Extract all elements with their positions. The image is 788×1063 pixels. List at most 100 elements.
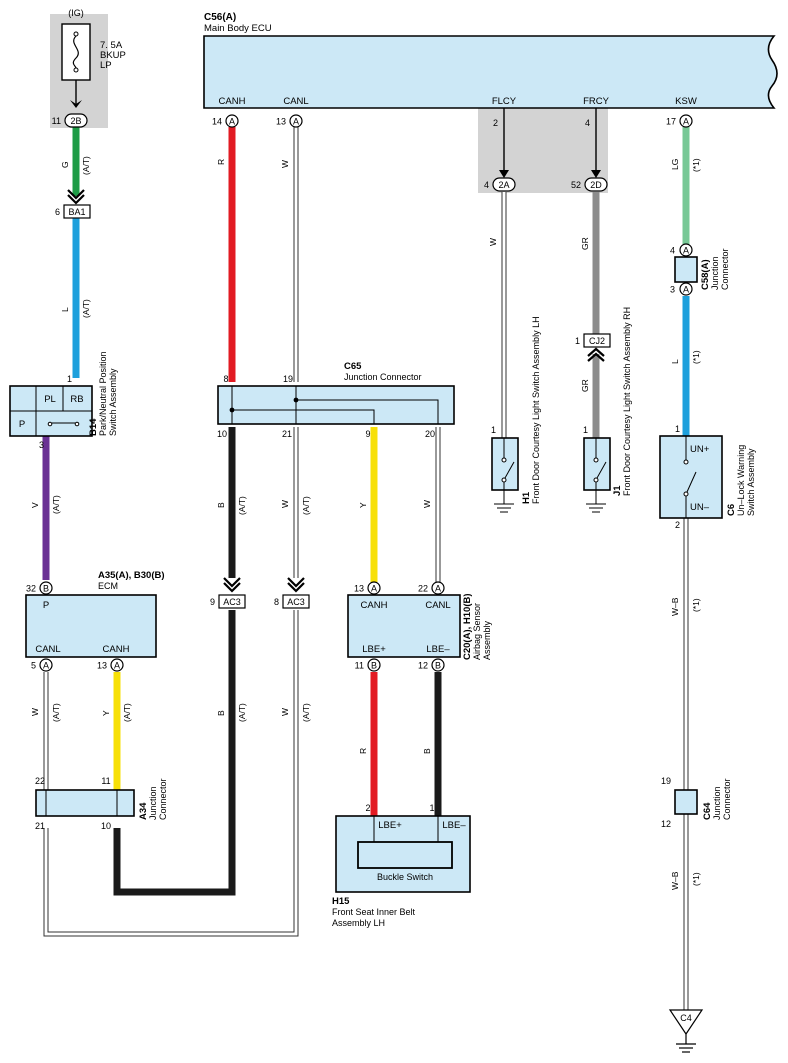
ac3a-id: AC3 — [223, 597, 241, 607]
ac3b-connector — [282, 594, 310, 609]
jb-2a-connector — [492, 177, 516, 192]
c65-pin-9: 9 — [365, 429, 370, 439]
wire-label-b-ac3: B — [216, 710, 226, 716]
ecm-name: ECM — [98, 581, 118, 591]
svg-text:A: A — [229, 117, 235, 127]
b14-name-line1: Park/Neutral Position — [98, 351, 108, 436]
c64-name-line2: Connector — [722, 778, 732, 820]
ecm-pin-canl: A — [39, 658, 53, 672]
a34-pin-11: 11 — [101, 776, 110, 786]
ba1-id: BA1 — [68, 207, 85, 217]
wire-label-wb-ksw2-note: (*1) — [691, 872, 701, 886]
c6-pin-top: 1 — [675, 424, 680, 434]
ecm-code: A35(A), B30(B) — [98, 570, 165, 581]
airbag-name-line1: Airbag Sensor — [472, 603, 482, 660]
ecu-pin-num-canh: 14 — [212, 117, 222, 127]
ecm-box — [25, 594, 157, 658]
wire-label-w-canl2: W — [280, 500, 290, 508]
c65-pin-19: 19 — [283, 374, 293, 384]
ac3a-pin: 9 — [210, 597, 215, 607]
wire-label-g-note: (A/T) — [81, 156, 91, 175]
wire-label-w-ecm: W — [30, 708, 40, 716]
a34-label-group: A34 Junction Connector — [138, 778, 168, 820]
ecm-label-canh: CANH — [103, 644, 130, 655]
h15-name-line2: Assembly LH — [332, 918, 385, 928]
svg-text:A: A — [114, 661, 120, 671]
ecu-pin-canh: A — [225, 114, 239, 128]
ecu-pin-num-flcy: 2 — [493, 118, 498, 128]
wire-label-g: G — [60, 161, 70, 168]
b14-pin-top: 1 — [67, 374, 72, 384]
c6-label-un-minus: UN– — [690, 502, 710, 513]
svg-text:B: B — [43, 584, 49, 594]
ecu-terminal-frcy: FRCY — [583, 96, 610, 107]
fuse-terminal: 11 — [52, 116, 61, 126]
fuse-icon — [72, 31, 79, 73]
svg-text:A: A — [371, 584, 377, 594]
b14-label-rb: RB — [70, 394, 83, 405]
airbag-pin-lbe-minus: B — [431, 658, 445, 672]
wire-label-v-note: (A/T) — [51, 495, 61, 514]
wire-label-y-airbag: Y — [358, 502, 368, 508]
ecm-pin-p: B — [39, 581, 53, 595]
ecu-terminal-ksw: KSW — [675, 96, 697, 107]
c6-switch-box — [659, 435, 723, 519]
fuse-name-line1: BKUP — [100, 50, 126, 61]
wire-label-l-ksw-note: (*1) — [691, 350, 701, 364]
airbag-label-canh: CANH — [361, 600, 388, 611]
wire-w-ac3-a34 — [43, 610, 299, 937]
airbag-pin-num-lbe-minus: 12 — [418, 661, 428, 671]
ecu-pin-canl: A — [289, 114, 303, 128]
buckle-switch-icon — [357, 841, 453, 869]
ac3a-connector — [218, 594, 246, 609]
c65-splice-dot-canh — [229, 407, 235, 413]
svg-text:B: B — [435, 661, 441, 671]
c58-code: C58(A) — [700, 259, 711, 290]
svg-text:B: B — [371, 661, 377, 671]
airbag-label-canl: CANL — [425, 600, 450, 611]
c65-splice-dot-canl — [293, 397, 299, 403]
wire-label-l: L — [60, 307, 70, 312]
ba1-pin: 6 — [55, 207, 60, 217]
svg-text:A: A — [683, 285, 689, 295]
j1-switch-icon — [586, 438, 607, 513]
cj2-id: CJ2 — [589, 336, 605, 346]
c58-pin-num-top: 4 — [670, 246, 675, 256]
ecu-pin-ksw: A — [679, 114, 693, 128]
svg-text:A: A — [293, 117, 299, 127]
jb-2d-id: 2D — [590, 180, 602, 190]
ecm-pin-num-canl: 5 — [31, 661, 36, 671]
ecm-pin-num-canh: 13 — [97, 661, 107, 671]
svg-text:A: A — [43, 661, 49, 671]
cj2-connector-icon — [587, 347, 605, 362]
ac3b-id: AC3 — [287, 597, 305, 607]
airbag-label-lbe-plus: LBE+ — [362, 644, 386, 655]
airbag-name-line2: Assembly — [482, 620, 492, 660]
wire-label-w-canl: W — [280, 160, 290, 168]
h15-label-lbe-plus: LBE+ — [378, 820, 402, 831]
c6-label-un-plus: UN+ — [690, 444, 710, 455]
c65-pin-20: 20 — [425, 429, 435, 439]
wire-label-y-ecm-note: (A/T) — [122, 703, 132, 722]
wire-label-l-ksw: L — [670, 359, 680, 364]
h15-pin-left: 2 — [365, 803, 370, 813]
wire-label-b-ac3-note: (A/T) — [237, 703, 247, 722]
h15-switch-label: Buckle Switch — [377, 872, 433, 882]
svg-text:A: A — [683, 246, 689, 256]
a34-pin-21: 21 — [35, 821, 45, 831]
airbag-pin-canh: A — [367, 581, 381, 595]
jb-2a-id: 2A — [498, 180, 509, 190]
ecm-label-p: P — [43, 600, 49, 611]
h1-code: H1 — [521, 491, 532, 504]
a34-junction-connector — [35, 789, 135, 817]
fuse-connector-id: 2B — [70, 116, 81, 126]
wire-label-w-ac3: W — [280, 708, 290, 716]
wire-label-b-canh2: B — [216, 502, 226, 508]
wire-label-r-canh: R — [216, 159, 226, 165]
c64-junction-connector — [674, 789, 698, 815]
a34-pin-10: 10 — [101, 821, 111, 831]
b14-name-line2: Switch Assembly — [108, 368, 118, 436]
wire-label-gr-frcy2: GR — [580, 379, 590, 392]
c64-name-line1: Junction — [712, 786, 722, 820]
